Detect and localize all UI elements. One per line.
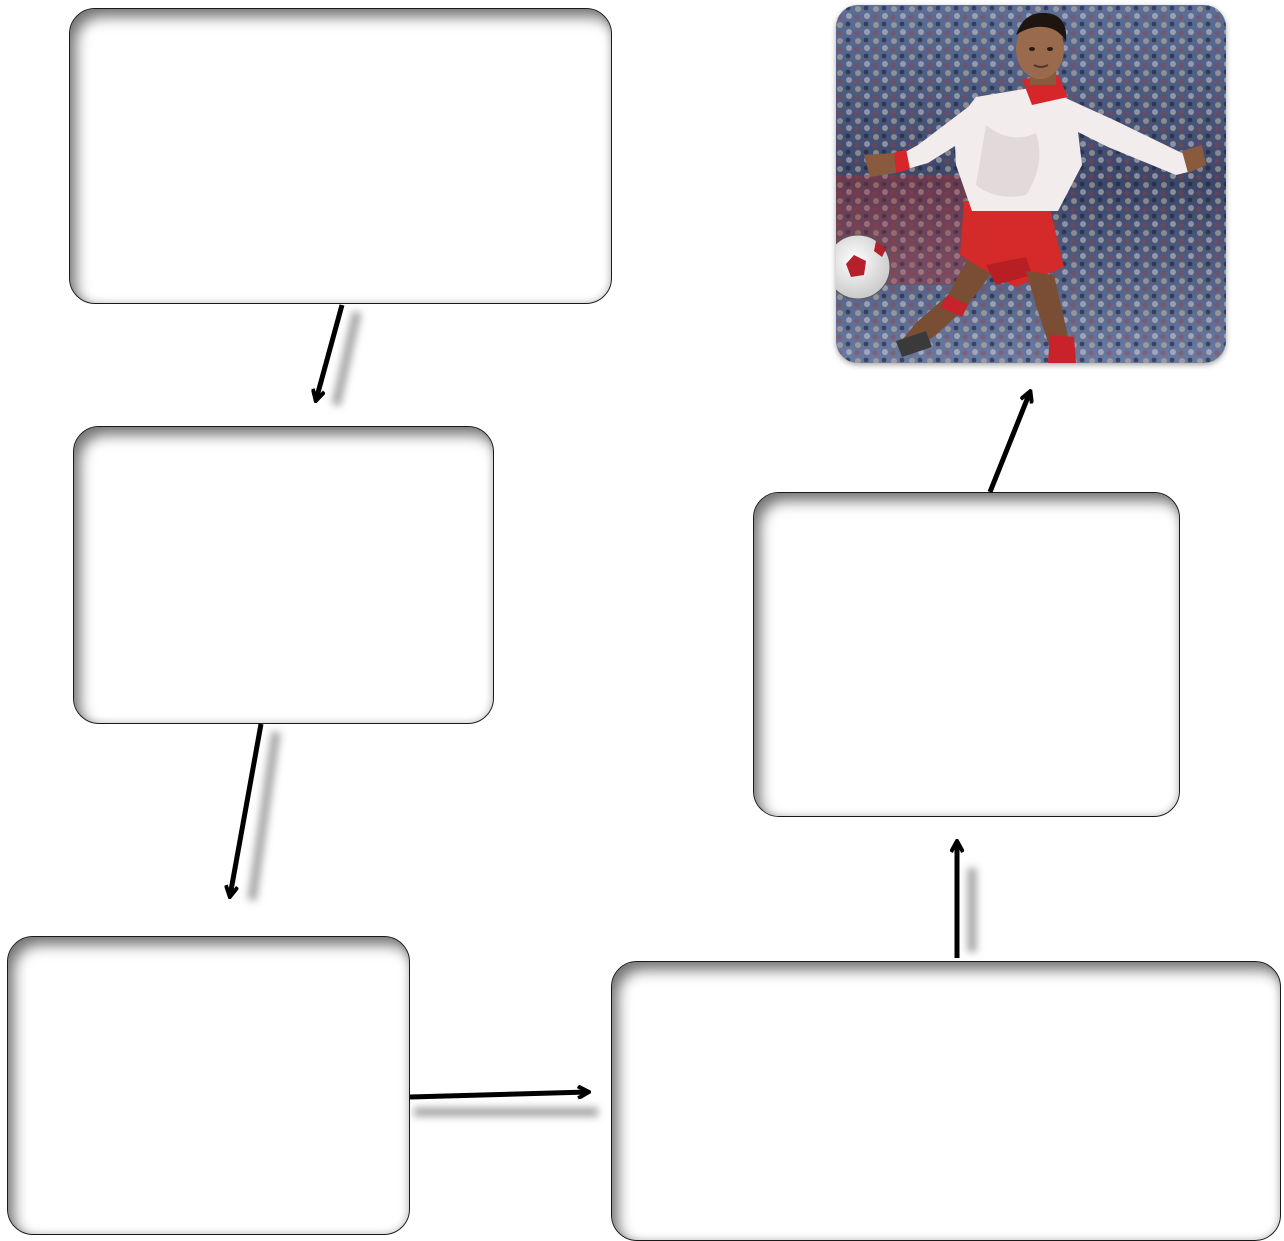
arrow-box5-to-image [987,392,1030,493]
arrow-box2-to-box3 [230,723,264,896]
soccer-player-image [836,5,1226,363]
flow-box-4 [611,961,1281,1241]
arrow-box1-to-box2 [316,304,345,400]
flow-box-3 [7,936,410,1235]
flow-box-2 [73,426,494,724]
arrow-box3-to-box4 [409,1092,588,1100]
flow-box-1 [69,8,612,304]
flow-box-5 [753,492,1180,817]
